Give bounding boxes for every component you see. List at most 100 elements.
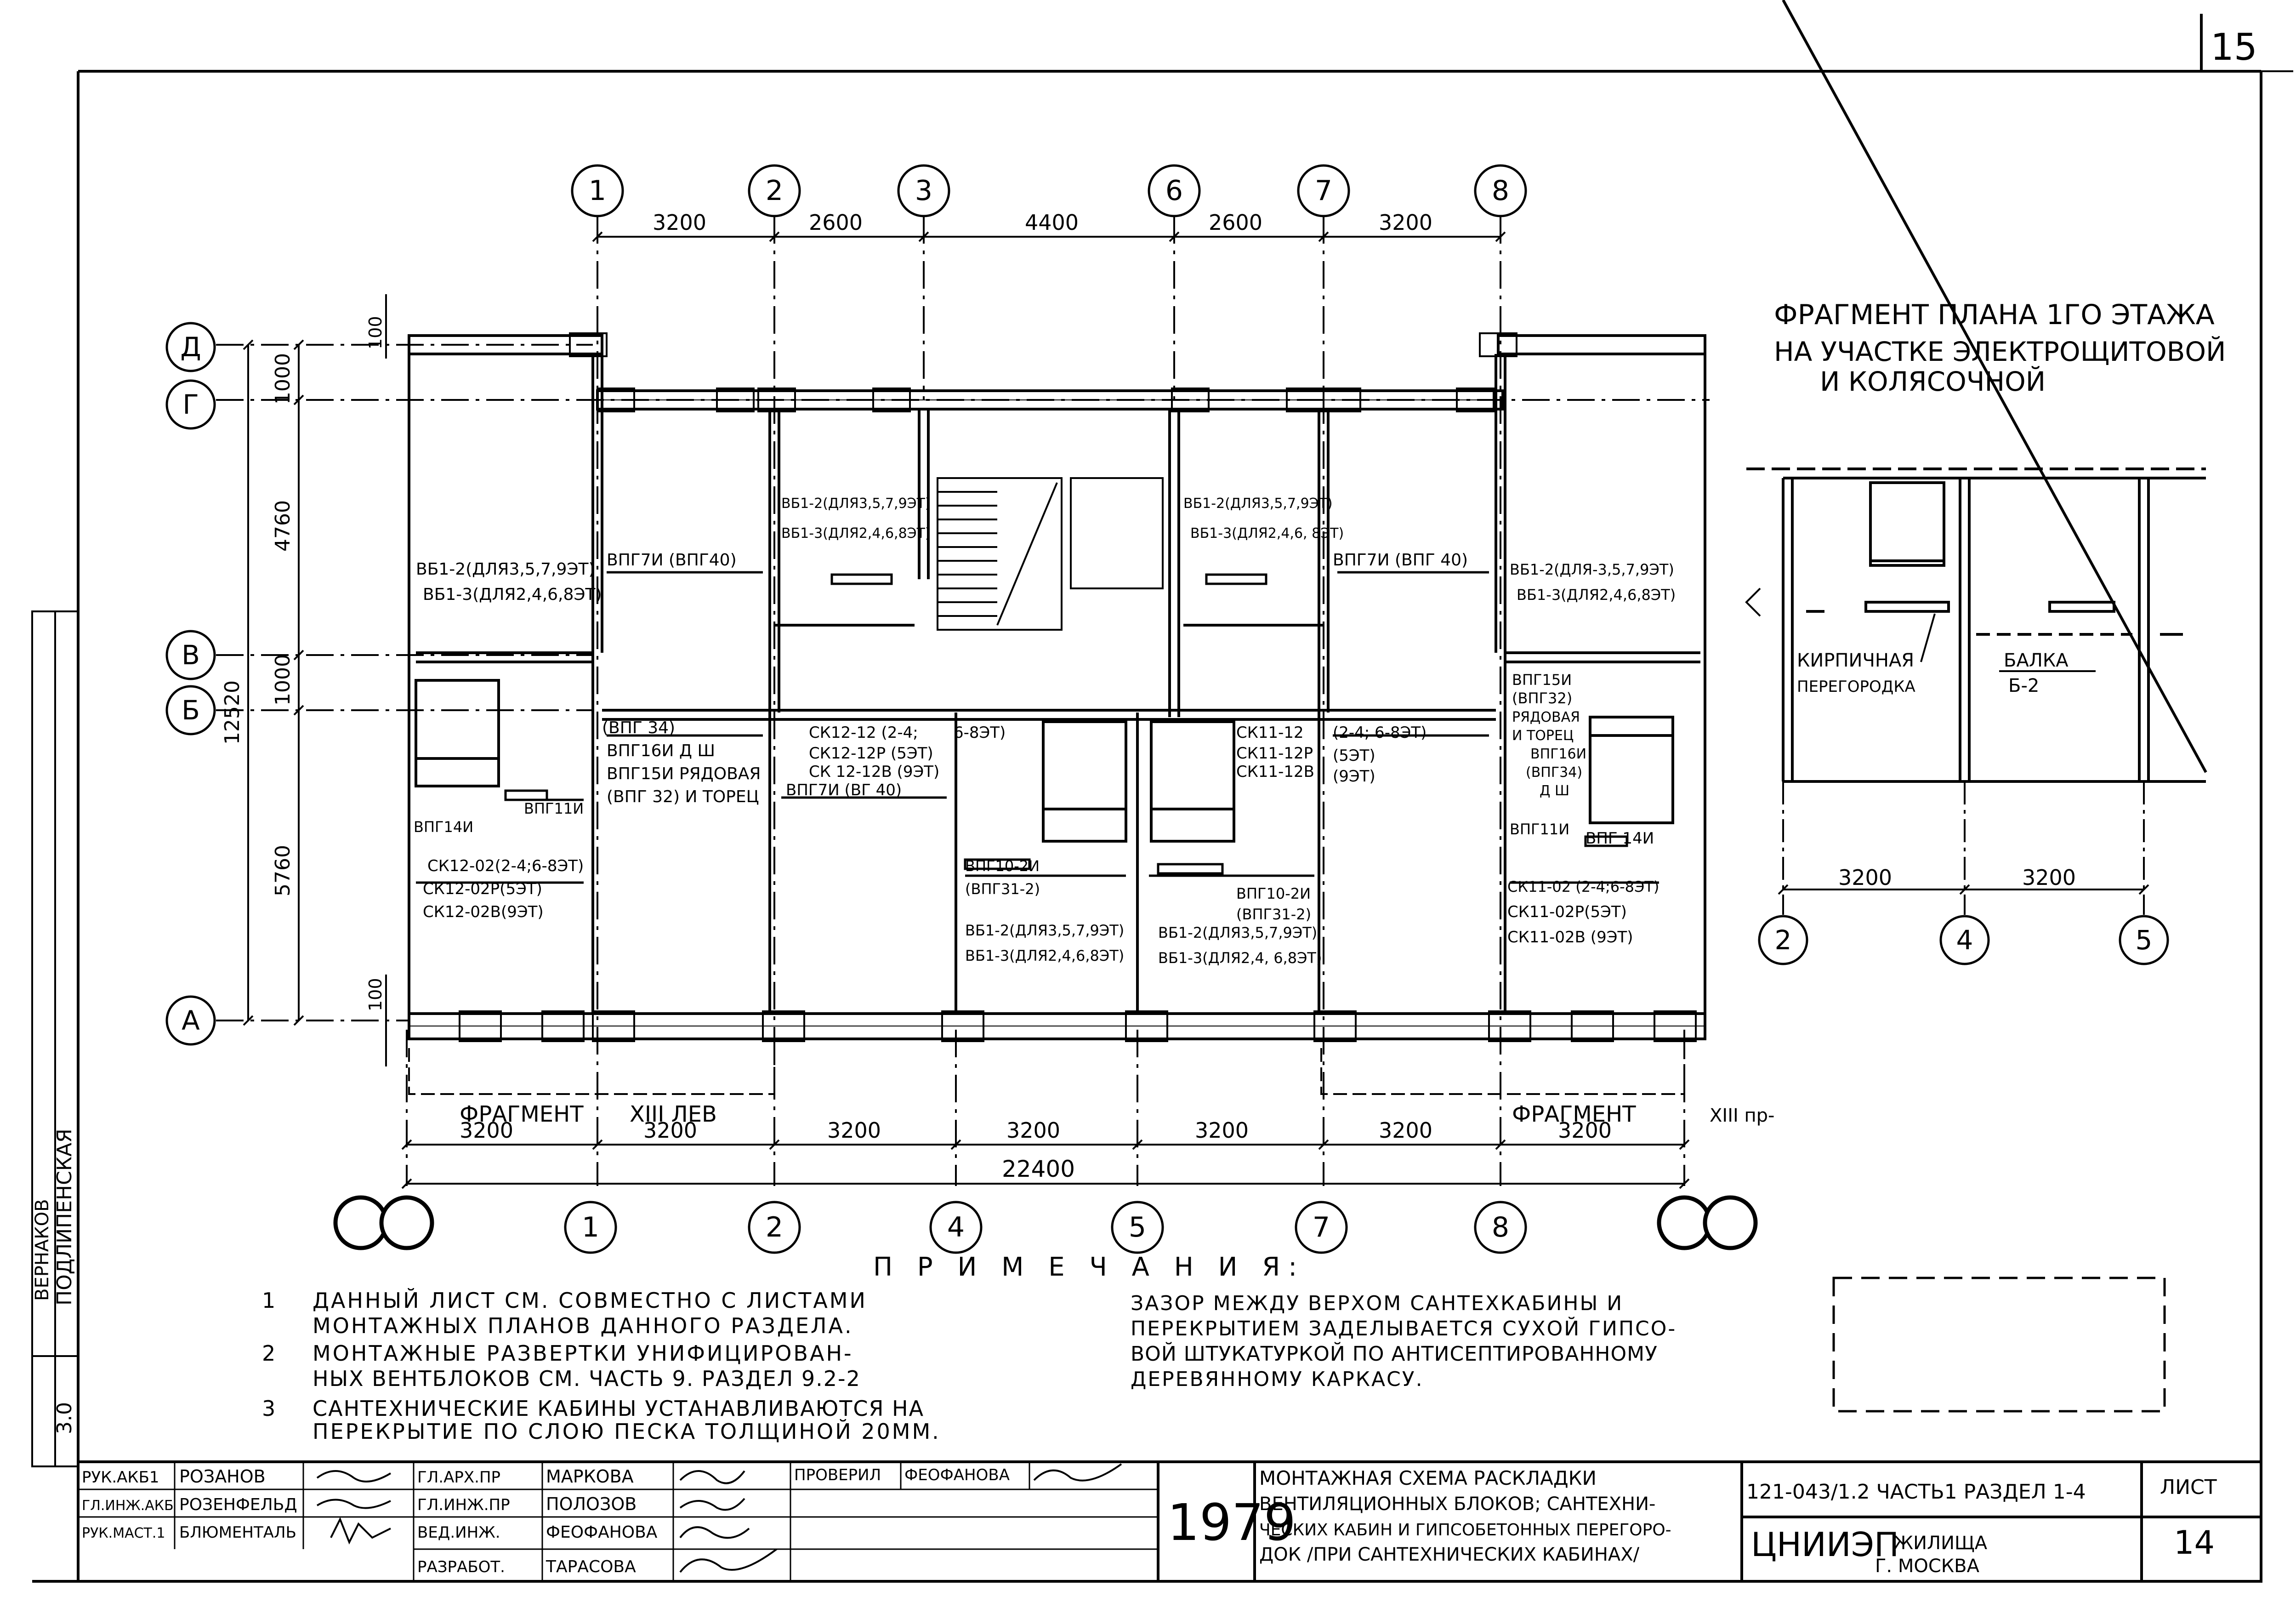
bottom-dimension-chain xyxy=(401,1139,1690,1189)
label-vpg14i-a: ВПГ14И xyxy=(414,818,473,836)
label-vb1-2-e: ВБ1-2(ДЛЯ3,5,7,9ЭТ) xyxy=(965,922,1124,939)
beam-label-1: БАЛКА xyxy=(2004,650,2069,671)
dim-top-1: 3200 xyxy=(653,210,706,235)
dim-bottom-2: 3200 xyxy=(643,1118,697,1143)
dim-left-5760: 5760 xyxy=(271,845,295,896)
axis-bottom-6: 8 xyxy=(1492,1211,1509,1243)
label-sk12-12v: СК 12-12В (9ЭТ) xyxy=(809,763,939,781)
tb-r3-c2: БЛЮМЕНТАЛЬ xyxy=(179,1523,296,1542)
note-1-num: 1 xyxy=(262,1288,275,1313)
axis-top-1: 1 xyxy=(589,175,606,207)
label-2-4-6-8et: (2-4; 6-8ЭТ) xyxy=(1333,724,1426,742)
label-sk11-02r: СК11-02Р(5ЭТ) xyxy=(1507,903,1627,921)
tb-r3-c1: РУК.МАСТ.1 xyxy=(82,1525,165,1541)
axis-top-3: 3 xyxy=(915,175,932,207)
tb-r1-c5: ПРОВЕРИЛ xyxy=(794,1466,881,1484)
label-9et: (9ЭТ) xyxy=(1333,767,1375,786)
label-vb1-3-f: ВБ1-3(ДЛЯ2,4, 6,8ЭТ) xyxy=(1158,949,1322,967)
dim-top-3: 4400 xyxy=(1025,210,1079,235)
label-vpg34: (ВПГ 34) xyxy=(602,718,675,737)
label-vb1-3-e: ВБ1-3(ДЛЯ2,4,6,8ЭТ) xyxy=(965,947,1124,964)
axis-top-6: 8 xyxy=(1492,175,1509,207)
notes: П Р И М Е Ч А Н И Я: 1 ДАННЫЙ ЛИСТ СМ. С… xyxy=(262,1252,1675,1444)
label-ryadovaya: РЯДОВАЯ xyxy=(1512,709,1580,725)
dim-left-100a: 100 xyxy=(365,316,386,349)
note-3-num: 3 xyxy=(262,1396,275,1421)
label-vb1-3-a: ВБ1-3(ДЛЯ2,4,6,8ЭТ) xyxy=(423,585,602,604)
margin-text-2: ВЕРНАКОВ xyxy=(32,1199,53,1301)
tb-r1-c2: РОЗАНОВ xyxy=(179,1466,266,1487)
label-vpg15i-b: ВПГ15И xyxy=(1512,671,1572,689)
frag-axis-5: 5 xyxy=(2136,924,2153,956)
notes-heading: П Р И М Е Ч А Н И Я: xyxy=(873,1252,1305,1282)
label-vpg16i: ВПГ16И Д Ш xyxy=(607,741,715,760)
label-vb1-2-c: ВБ1-2(ДЛЯ3,5,7,9ЭТ) xyxy=(1183,496,1333,512)
label-vpg7i-c: ВПГ7И (ВГ 40) xyxy=(786,781,902,799)
label-sk12-02r: СК12-02Р(5ЭТ) xyxy=(423,880,542,898)
label-vpg31-2-a: (ВПГ31-2) xyxy=(965,880,1040,898)
tb-r4-c2: ТАРАСОВА xyxy=(546,1557,636,1576)
title-block-text: РУК.АКБ1 РОЗАНОВ ГЛ.АРХ.ПР МАРКОВА ПРОВЕ… xyxy=(82,1466,2217,1577)
tb-r3-c4: ФЕОФАНОВА xyxy=(546,1523,658,1542)
label-sk11-02v: СК11-02В (9ЭТ) xyxy=(1507,928,1633,946)
tb-r2-c4: ПОЛОЗОВ xyxy=(546,1494,637,1514)
axis-bottom-1: 1 xyxy=(582,1211,599,1243)
frag-axis-2: 2 xyxy=(1775,924,1792,956)
label-vpg16i-b: ВПГ16И xyxy=(1530,746,1586,762)
label-sk12-02v: СК12-02В(9ЭТ) xyxy=(423,903,544,921)
title-block xyxy=(77,1460,2262,1583)
dim-bottom-1: 3200 xyxy=(460,1118,513,1143)
dim-top-2: 2600 xyxy=(809,210,863,235)
note-right-3: ВОЙ ШТУКАТУРКОЙ ПО АНТИСЕПТИРОВАННОМУ xyxy=(1131,1341,1658,1366)
label-5et: (5ЭТ) xyxy=(1333,747,1375,765)
label-vpg10-2i-a: ВПГ10-2И xyxy=(965,857,1040,875)
margin-text-1: ПОДЛИПЕНСКАЯ xyxy=(53,1129,76,1306)
dim-left-12520: 12520 xyxy=(221,680,244,745)
fragment-left-num: XIII ЛЕВ xyxy=(630,1101,717,1127)
dim-top-5: 3200 xyxy=(1379,210,1432,235)
axis-left-G: Г xyxy=(182,389,199,420)
sanitary-cabins xyxy=(415,679,1674,843)
tb-title-2: ВЕНТИЛЯЦИОННЫХ БЛОКОВ; САНТЕХНИ- xyxy=(1259,1494,1655,1515)
tb-city: Г. МОСКВА xyxy=(1875,1556,1980,1577)
label-vpg31-2-b: (ВПГ31-2) xyxy=(1236,906,1311,923)
dim-left-1000b: 1000 xyxy=(271,654,295,706)
tb-r1-c6: ФЕОФАНОВА xyxy=(904,1466,1010,1484)
frag-axis-4: 4 xyxy=(1956,924,1973,956)
label-vpg32: (ВПГ 32) И ТОРЕЦ xyxy=(607,787,759,806)
tb-r2-c1: ГЛ.ИНЖ.АКБ xyxy=(82,1498,174,1514)
fragment-left-label: ФРАГМЕНТ xyxy=(460,1101,584,1127)
label-vb1-2-d: ВБ1-2(ДЛЯ-3,5,7,9ЭТ) xyxy=(1510,561,1674,578)
tb-r1-c4: МАРКОВА xyxy=(546,1466,634,1487)
tb-org: ЦНИИЭП xyxy=(1751,1525,1899,1564)
label-vb1-2-a: ВБ1-2(ДЛЯ3,5,7,9ЭТ) xyxy=(416,560,595,579)
axis-lines-vertical xyxy=(406,216,1685,1186)
dim-top-4: 2600 xyxy=(1209,210,1262,235)
dim-bottom-3: 3200 xyxy=(827,1118,881,1143)
axis-bubbles-bottom xyxy=(564,1201,1527,1254)
brick-label-2: ПЕРЕГОРОДКА xyxy=(1797,678,1915,696)
tb-r1-c1: РУК.АКБ1 xyxy=(82,1468,159,1487)
label-6-8et: 6-8ЭТ) xyxy=(954,724,1006,742)
tb-r4-c1: РАЗРАБОТ. xyxy=(417,1558,505,1576)
stamp-placeholder xyxy=(1832,1277,2166,1413)
tb-sheet-label: ЛИСТ xyxy=(2160,1476,2217,1499)
label-vpg7i-b: ВПГ7И (ВПГ 40) xyxy=(1333,551,1468,570)
axis-bubbles-left xyxy=(165,322,216,1046)
label-sk11-12r: СК11-12Р xyxy=(1236,744,1313,763)
axis-top-5: 7 xyxy=(1315,175,1332,207)
label-vb1-3-d: ВБ1-3(ДЛЯ2,4,6,8ЭТ) xyxy=(1517,586,1676,604)
fragment-title-3: И КОЛЯСОЧНОЙ xyxy=(1820,365,2046,397)
label-vpg11i-a: ВПГ11И xyxy=(524,800,584,817)
tb-title-3: ЧЕСКИХ КАБИН И ГИПСОБЕТОННЫХ ПЕРЕГОРО- xyxy=(1259,1521,1671,1539)
dim-left-100b: 100 xyxy=(365,978,386,1011)
axis-bottom-5: 7 xyxy=(1313,1211,1330,1243)
axis-left-V: В xyxy=(182,639,200,671)
label-vpg10-2i-b: ВПГ10-2И xyxy=(1236,885,1311,902)
left-dimension-chain xyxy=(243,294,387,1066)
note-right-4: ДЕРЕВЯННОМУ КАРКАСУ. xyxy=(1131,1368,1424,1391)
note-2-line-2: НЫХ ВЕНТБЛОКОВ СМ. ЧАСТЬ 9. РАЗДЕЛ 9.2-2 xyxy=(313,1366,861,1391)
partition-lines xyxy=(416,571,1659,884)
plan-labels: ВБ1-2(ДЛЯ3,5,7,9ЭТ) ВБ1-3(ДЛЯ2,4,6,8ЭТ) … xyxy=(414,496,1676,967)
fragment-brackets xyxy=(408,1048,1685,1095)
